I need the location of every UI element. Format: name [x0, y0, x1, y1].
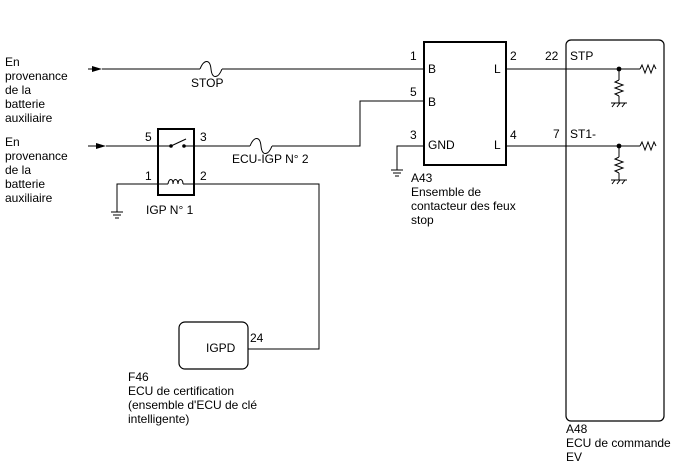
relay-pin-5: 5 [145, 130, 152, 144]
arrow-source-2 [88, 143, 106, 149]
relay-pin-3: 3 [200, 130, 207, 144]
source-2-line-5: auxiliaire [5, 191, 53, 205]
source-1-line-1: En [5, 55, 20, 69]
stop-fuse-icon [199, 61, 223, 77]
a43-label-gnd: GND [428, 138, 455, 152]
source-2-text: En provenance de la batterie auxiliaire [5, 135, 68, 205]
a43-pin-3: 3 [410, 128, 417, 142]
a48-label-st1: ST1- [570, 127, 596, 141]
f46-pin-24: 24 [250, 331, 264, 345]
f46-name-line-1: ECU de certification [128, 384, 234, 398]
a43-stop-light-switch-box [423, 41, 507, 166]
source-1-line-2: provenance [5, 69, 68, 83]
relay-pin-2: 2 [200, 169, 207, 183]
a43-pin-1: 1 [410, 49, 417, 63]
a48-name-line-2: EV [566, 450, 582, 463]
a43-label-b2: B [428, 95, 436, 109]
source-1-line-3: de la [5, 83, 31, 97]
source-1-text: En provenance de la batterie auxiliaire [5, 55, 68, 125]
a48-label-stp: STP [570, 49, 593, 63]
a43-pin-2: 2 [510, 49, 517, 63]
source-2-line-4: batterie [5, 177, 45, 191]
wire-relay-pin3-to-a43-pin5 [194, 100, 424, 147]
f46-label-igpd: IGPD [206, 341, 236, 355]
a48-code: A48 [566, 422, 588, 436]
a48-st1-internal-circuit [566, 140, 657, 185]
relay-name: IGP N° 1 [146, 203, 194, 217]
ground-icon-a43 [391, 169, 403, 177]
source-2-line-2: provenance [5, 149, 68, 163]
a48-stp-internal-circuit [566, 63, 657, 108]
a48-pin-7: 7 [553, 127, 560, 141]
f46-name-line-3: intelligente) [128, 412, 189, 426]
relay-igp1 [157, 128, 195, 196]
source-1-line-5: auxiliaire [5, 111, 53, 125]
a43-name-line-1: Ensemble de [411, 185, 481, 199]
stop-fuse-label: STOP [191, 76, 223, 90]
a48-name-line-1: ECU de commande [566, 436, 671, 450]
a43-name-line-2: contacteur des feux [411, 199, 516, 213]
ecu-igp2-fuse-label: ECU-IGP N° 2 [232, 152, 309, 166]
source-2-line-3: de la [5, 163, 31, 177]
a48-pin-22: 22 [545, 49, 559, 63]
a43-pin-5: 5 [410, 85, 417, 99]
f46-ecu-box [178, 321, 249, 370]
ecu-igp2-fuse-icon [249, 138, 273, 154]
a48-ecu-box [565, 39, 665, 422]
relay-box [157, 128, 195, 196]
wire-relay-pin2-to-f46-pin24 [194, 183, 320, 350]
source-2-line-1: En [5, 135, 20, 149]
a43-label-l1: L [494, 62, 501, 76]
wire-a43-gnd-to-ground [396, 145, 424, 170]
f46-name-line-2: (ensemble d'ECU de clé [128, 398, 257, 412]
a43-name-line-3: stop [411, 213, 434, 227]
source-1-line-4: batterie [5, 97, 45, 111]
ground-icon-relay [111, 211, 123, 219]
arrow-source-1 [88, 66, 102, 72]
f46-code: F46 [128, 370, 149, 384]
a43-label-l2: L [494, 138, 501, 152]
relay-pin-1: 1 [145, 169, 152, 183]
a43-code: A43 [411, 171, 433, 185]
a43-pin-4: 4 [510, 128, 517, 142]
wire-relay-pin1-to-ground [116, 183, 158, 212]
a43-label-b1: B [428, 62, 436, 76]
